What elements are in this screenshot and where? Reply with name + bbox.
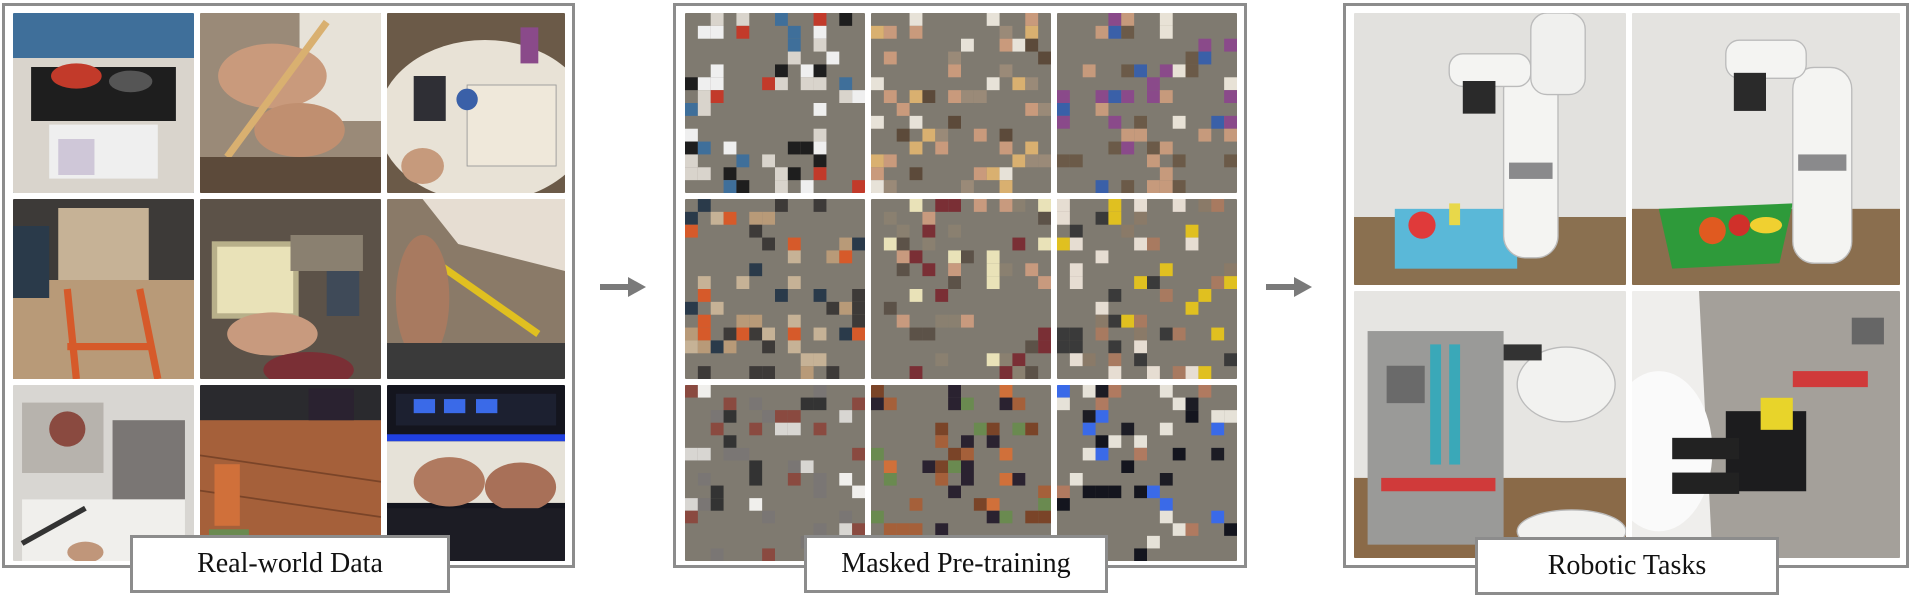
sink-dishes-image: [13, 385, 194, 561]
robotic-tasks-label: Robotic Tasks: [1475, 537, 1779, 595]
real-world-image-grid: [13, 13, 565, 561]
real-world-data-label: Real-world Data: [130, 535, 450, 593]
masked-chopsticks-tile: [871, 13, 1051, 193]
masked-table-tile: [1057, 13, 1237, 193]
real-world-data-panel: [2, 3, 575, 568]
masked-piano-tile: [1057, 385, 1237, 561]
masked-wooden-table-tile: [871, 385, 1051, 561]
hands-chopsticks-image: [200, 13, 381, 193]
masked-pretraining-label: Masked Pre-training: [804, 535, 1108, 593]
arrow-right-icon: [600, 277, 646, 297]
real-world-data-text: Real-world Data: [197, 548, 383, 579]
masked-sink-tile: [685, 385, 865, 561]
robot-fruit-task-image: [1632, 13, 1900, 285]
measuring-tape-image: [387, 199, 565, 379]
robotic-tasks-text: Robotic Tasks: [1547, 550, 1707, 581]
masked-image-grid: [685, 13, 1237, 561]
garage-boxes-image: [13, 199, 194, 379]
wooden-table-can-image: [200, 385, 381, 561]
masked-pretraining-panel: [673, 3, 1247, 568]
robot-hand-cube-task-image: [1632, 291, 1900, 558]
robotic-image-grid: [1354, 13, 1900, 558]
arrow-right-icon: [1266, 277, 1312, 297]
masked-tape-tile: [1057, 199, 1237, 379]
robot-fridge-task-image: [1354, 291, 1626, 558]
table-drawing-image: [387, 13, 565, 193]
kitchen-stove-image: [13, 13, 194, 193]
masked-kitchen-tile: [685, 13, 865, 193]
robot-sink-task-image: [1354, 13, 1626, 285]
masked-garage-tile: [685, 199, 865, 379]
woodwork-cutting-image: [200, 199, 381, 379]
robotic-tasks-panel: [1343, 3, 1909, 568]
piano-keys-image: [387, 385, 565, 561]
masked-woodwork-tile: [871, 199, 1051, 379]
masked-pretraining-text: Masked Pre-training: [841, 548, 1071, 579]
